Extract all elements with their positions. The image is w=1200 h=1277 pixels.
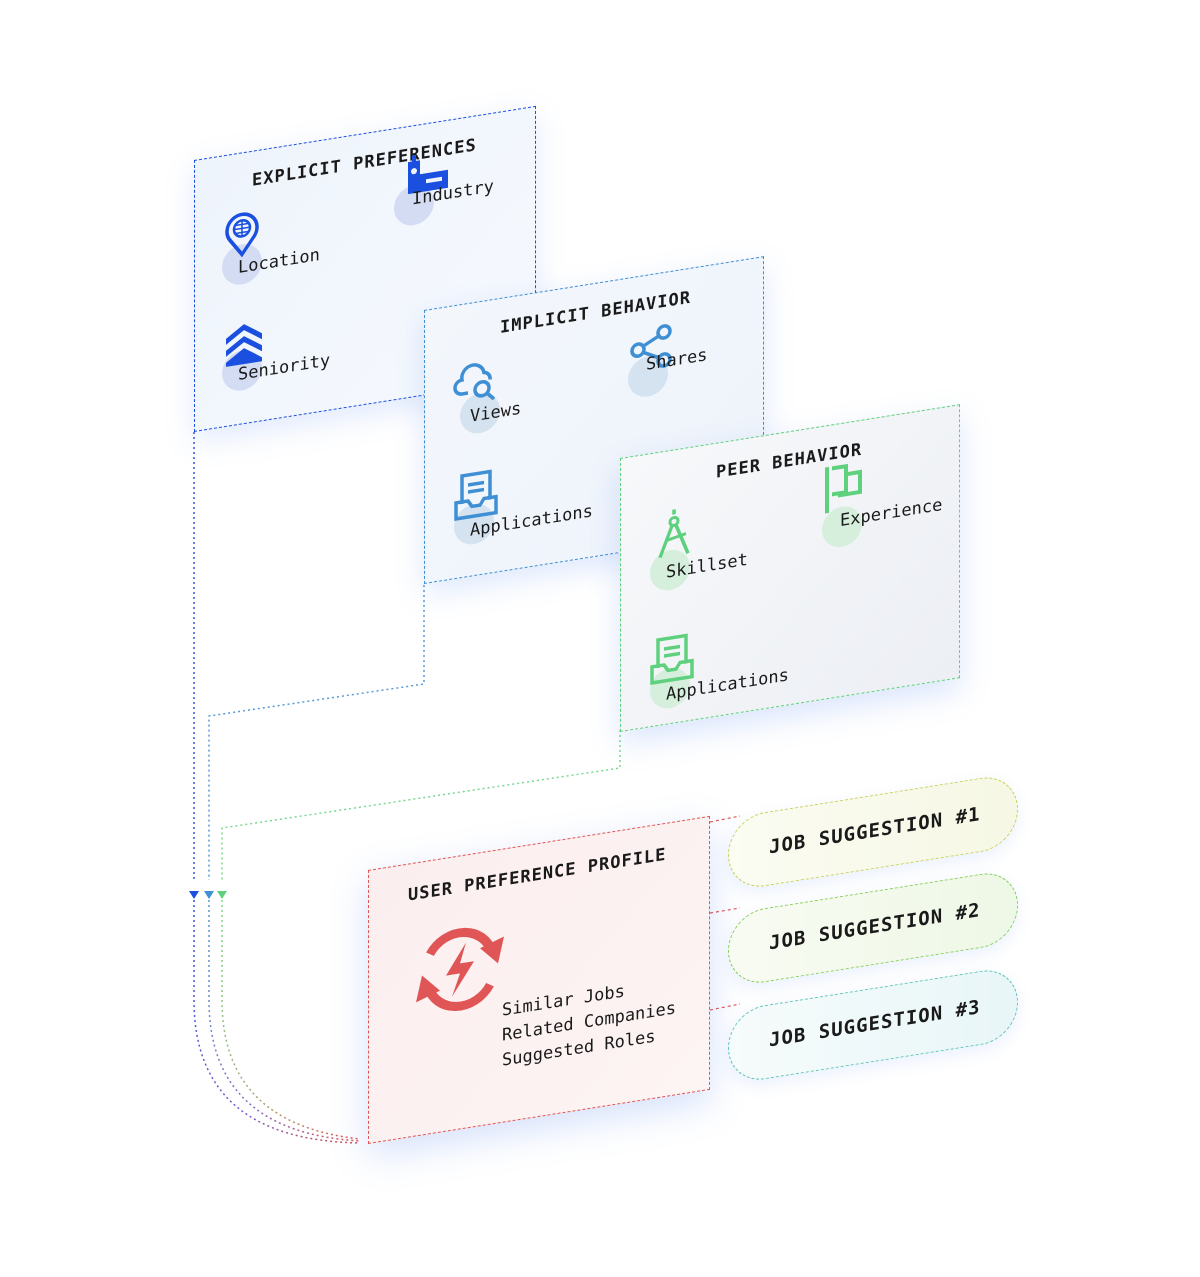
peer-connector-curve — [221, 900, 361, 1140]
implicit-arrow-icon — [204, 891, 214, 899]
implicit-connector — [208, 585, 425, 880]
explicit-connector-curve — [193, 900, 361, 1144]
job-suggestion-2-label: JOB SUGGESTION #2 — [769, 899, 981, 955]
inbox-document-icon — [454, 469, 498, 521]
factory-icon — [408, 154, 448, 195]
implicit-connector-curve — [208, 900, 361, 1142]
profile-to-suggestion-3 — [709, 1003, 741, 1011]
cloud-search-icon — [453, 363, 496, 401]
refresh-lightning-icon — [416, 927, 504, 1011]
explicit-arrow-icon — [189, 891, 199, 899]
profile-to-suggestion-2 — [709, 907, 741, 914]
share-icon — [630, 324, 672, 368]
location-pin-globe-icon — [225, 212, 259, 258]
compass-tool-icon — [658, 509, 690, 559]
job-suggestion-3-label: JOB SUGGESTION #3 — [769, 996, 981, 1052]
job-suggestion-1-label: JOB SUGGESTION #1 — [769, 803, 981, 859]
profile-to-suggestion-1 — [709, 815, 741, 823]
peer-connector — [221, 730, 621, 880]
peer-arrow-icon — [217, 891, 227, 899]
chevrons-up-icon — [226, 324, 262, 367]
inbox-document-icon — [650, 633, 694, 685]
flag-icon — [825, 463, 862, 514]
